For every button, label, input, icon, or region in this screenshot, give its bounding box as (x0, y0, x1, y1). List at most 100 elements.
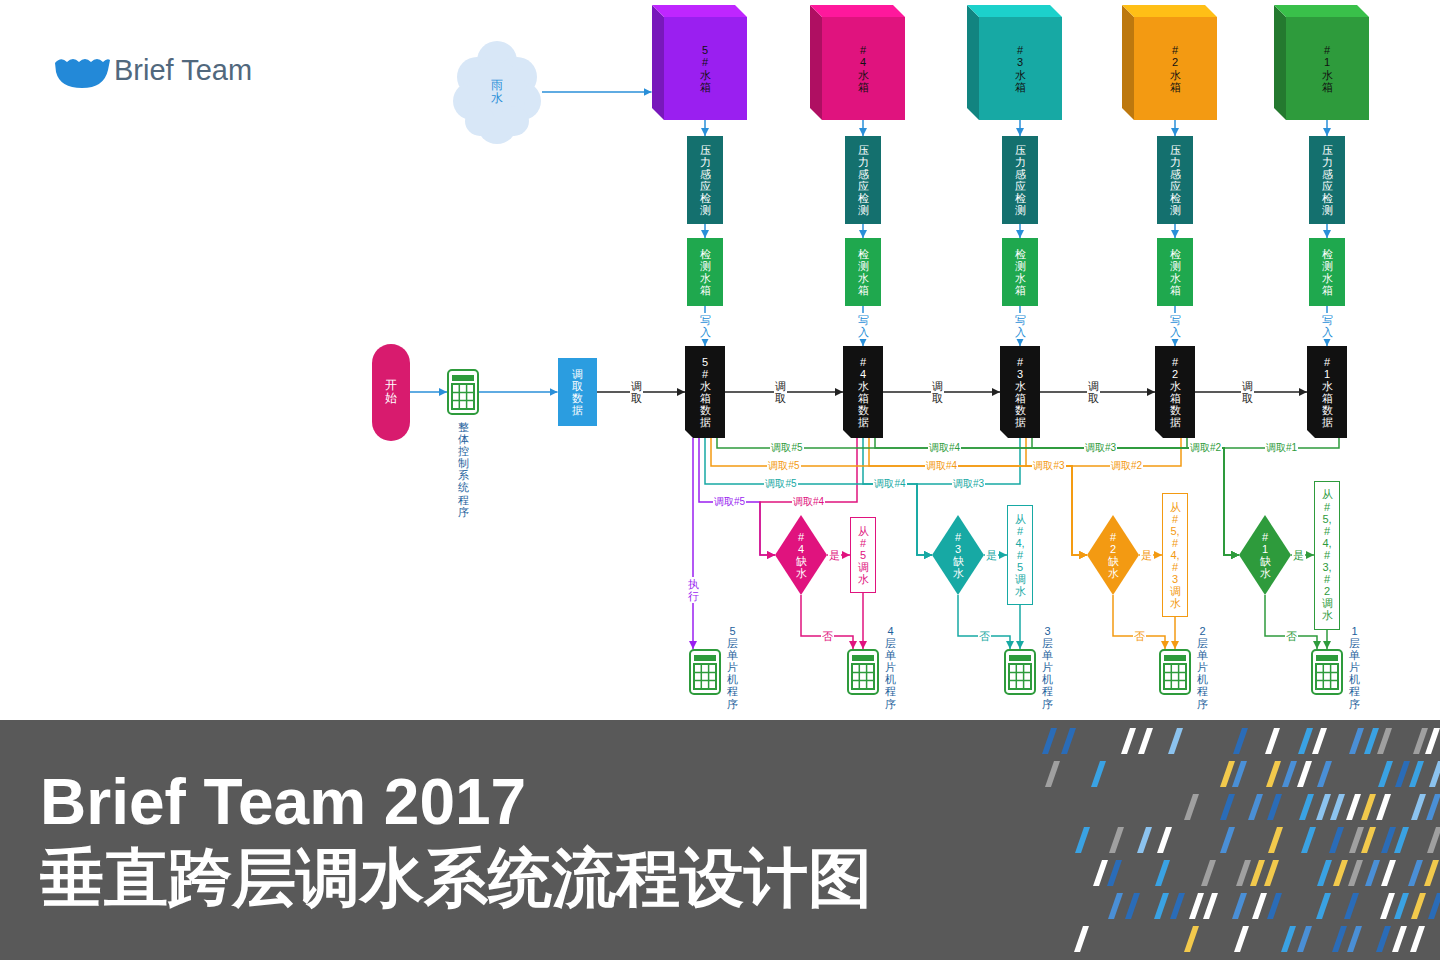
node-label: 调取数据 (572, 368, 583, 416)
logo-mark (55, 59, 110, 88)
node-label: 4层 单片机程序 (885, 625, 896, 710)
icon-frame (448, 370, 478, 414)
stripe (1232, 893, 1247, 919)
node-label: 检测水箱 (1015, 248, 1026, 296)
stripe (1138, 728, 1153, 754)
edge-label: 调取#3 (1084, 441, 1117, 455)
stripe (1137, 827, 1152, 853)
edge-label: 调取#4 (873, 477, 906, 491)
edge-label: 调取#5 (713, 495, 746, 509)
connector (1326, 630, 1328, 650)
icon-shape (689, 649, 721, 695)
icon-grid-line (694, 672, 716, 674)
node-label: #3缺水 (953, 531, 964, 579)
icon-grid-line (452, 392, 474, 394)
icon-header (452, 375, 474, 381)
connector (801, 595, 853, 649)
node-label: 检测水箱 (858, 248, 869, 296)
edge-label: 调取#3 (952, 477, 985, 491)
icon-grid (1316, 664, 1338, 689)
tank-front (1134, 17, 1217, 120)
stripe (1413, 728, 1428, 754)
tank-shape (1122, 5, 1217, 120)
decision-diamond: #4缺水 (775, 515, 827, 595)
stripe (1220, 794, 1235, 820)
diamond-shape (932, 515, 984, 595)
stripe (1361, 794, 1376, 820)
stripe (1346, 794, 1361, 820)
data-store: #4水箱数据 (843, 346, 883, 438)
icon-grid-line (1009, 680, 1031, 682)
stripe (1333, 860, 1348, 886)
stripe (1348, 860, 1363, 886)
decision-diamond: #2缺水 (1087, 515, 1139, 595)
icon-grid-line (459, 384, 461, 409)
node-label: #2 水箱 (1170, 44, 1181, 92)
stripe (1250, 860, 1265, 886)
icon-header (1316, 655, 1338, 661)
connector (869, 438, 1087, 555)
icon-grid-line (1178, 664, 1180, 689)
stripe (1316, 794, 1331, 820)
stripe (1426, 794, 1440, 820)
icon-header (852, 655, 874, 661)
edge-label: 调取#1 (1265, 441, 1298, 455)
node-label: #4水箱数据 (858, 356, 869, 429)
water-tank: #2 水箱 (1122, 5, 1217, 120)
icon-grid-line (694, 680, 716, 682)
icon-frame (1005, 650, 1035, 694)
stripe (1380, 893, 1395, 919)
connector (479, 391, 558, 393)
node-label: #4 水箱 (858, 44, 869, 92)
tank-top (1274, 5, 1369, 17)
data-shape (685, 346, 725, 438)
node-label: #2缺水 (1108, 531, 1119, 579)
stripe (1184, 926, 1199, 952)
stripe (1376, 794, 1391, 820)
node-label: 5# 水箱 (700, 44, 711, 92)
stripe (1282, 761, 1297, 787)
connector (1019, 120, 1021, 136)
water-tank: 5# 水箱 (652, 5, 747, 120)
node-label: #2水箱数据 (1170, 356, 1181, 429)
data-shape (843, 346, 883, 438)
mcu-program-icon: 4层 单片机程序 (847, 649, 879, 695)
cloud-puff (499, 106, 529, 136)
edge-label: 写入 (1169, 313, 1182, 339)
stripe (1121, 728, 1136, 754)
icon-grid (1164, 664, 1186, 689)
node-label: #3水箱数据 (1015, 356, 1026, 429)
node-label: 从#5, #4, #3, #2调水 (1322, 488, 1333, 621)
connector (862, 593, 864, 649)
edge-label: 否 (1285, 629, 1298, 643)
icon-grid-line (1316, 680, 1338, 682)
edge-label: 是 (985, 548, 998, 562)
stripe (1408, 860, 1423, 886)
edge-label: 调取#2 (1189, 441, 1222, 455)
node-label: #1 水箱 (1322, 44, 1333, 92)
stripe (1301, 827, 1316, 853)
stripe (1330, 794, 1345, 820)
edge-label: 调取#5 (770, 441, 803, 455)
node-label: 1层 单片机程序 (1349, 625, 1360, 710)
brand-name: Brief Team (114, 54, 252, 87)
tank-front (822, 17, 905, 120)
icon-frame (1312, 650, 1342, 694)
tank-shape (967, 5, 1062, 120)
connector (1032, 438, 1239, 555)
stripe (1297, 926, 1312, 952)
node-label: 压力感应检测 (858, 144, 869, 217)
stripe (1281, 926, 1296, 952)
node-label: 压力感应检测 (1170, 144, 1181, 217)
node-label: #3 水箱 (1015, 44, 1026, 92)
tank-front (979, 17, 1062, 120)
water-tank: #4 水箱 (810, 5, 905, 120)
connector (1265, 595, 1317, 649)
icon-grid-line (708, 664, 710, 689)
tank-shape (652, 5, 747, 120)
stripe (1329, 827, 1344, 853)
stripe (1317, 761, 1332, 787)
stripe (1344, 893, 1359, 919)
stripe (1312, 728, 1327, 754)
